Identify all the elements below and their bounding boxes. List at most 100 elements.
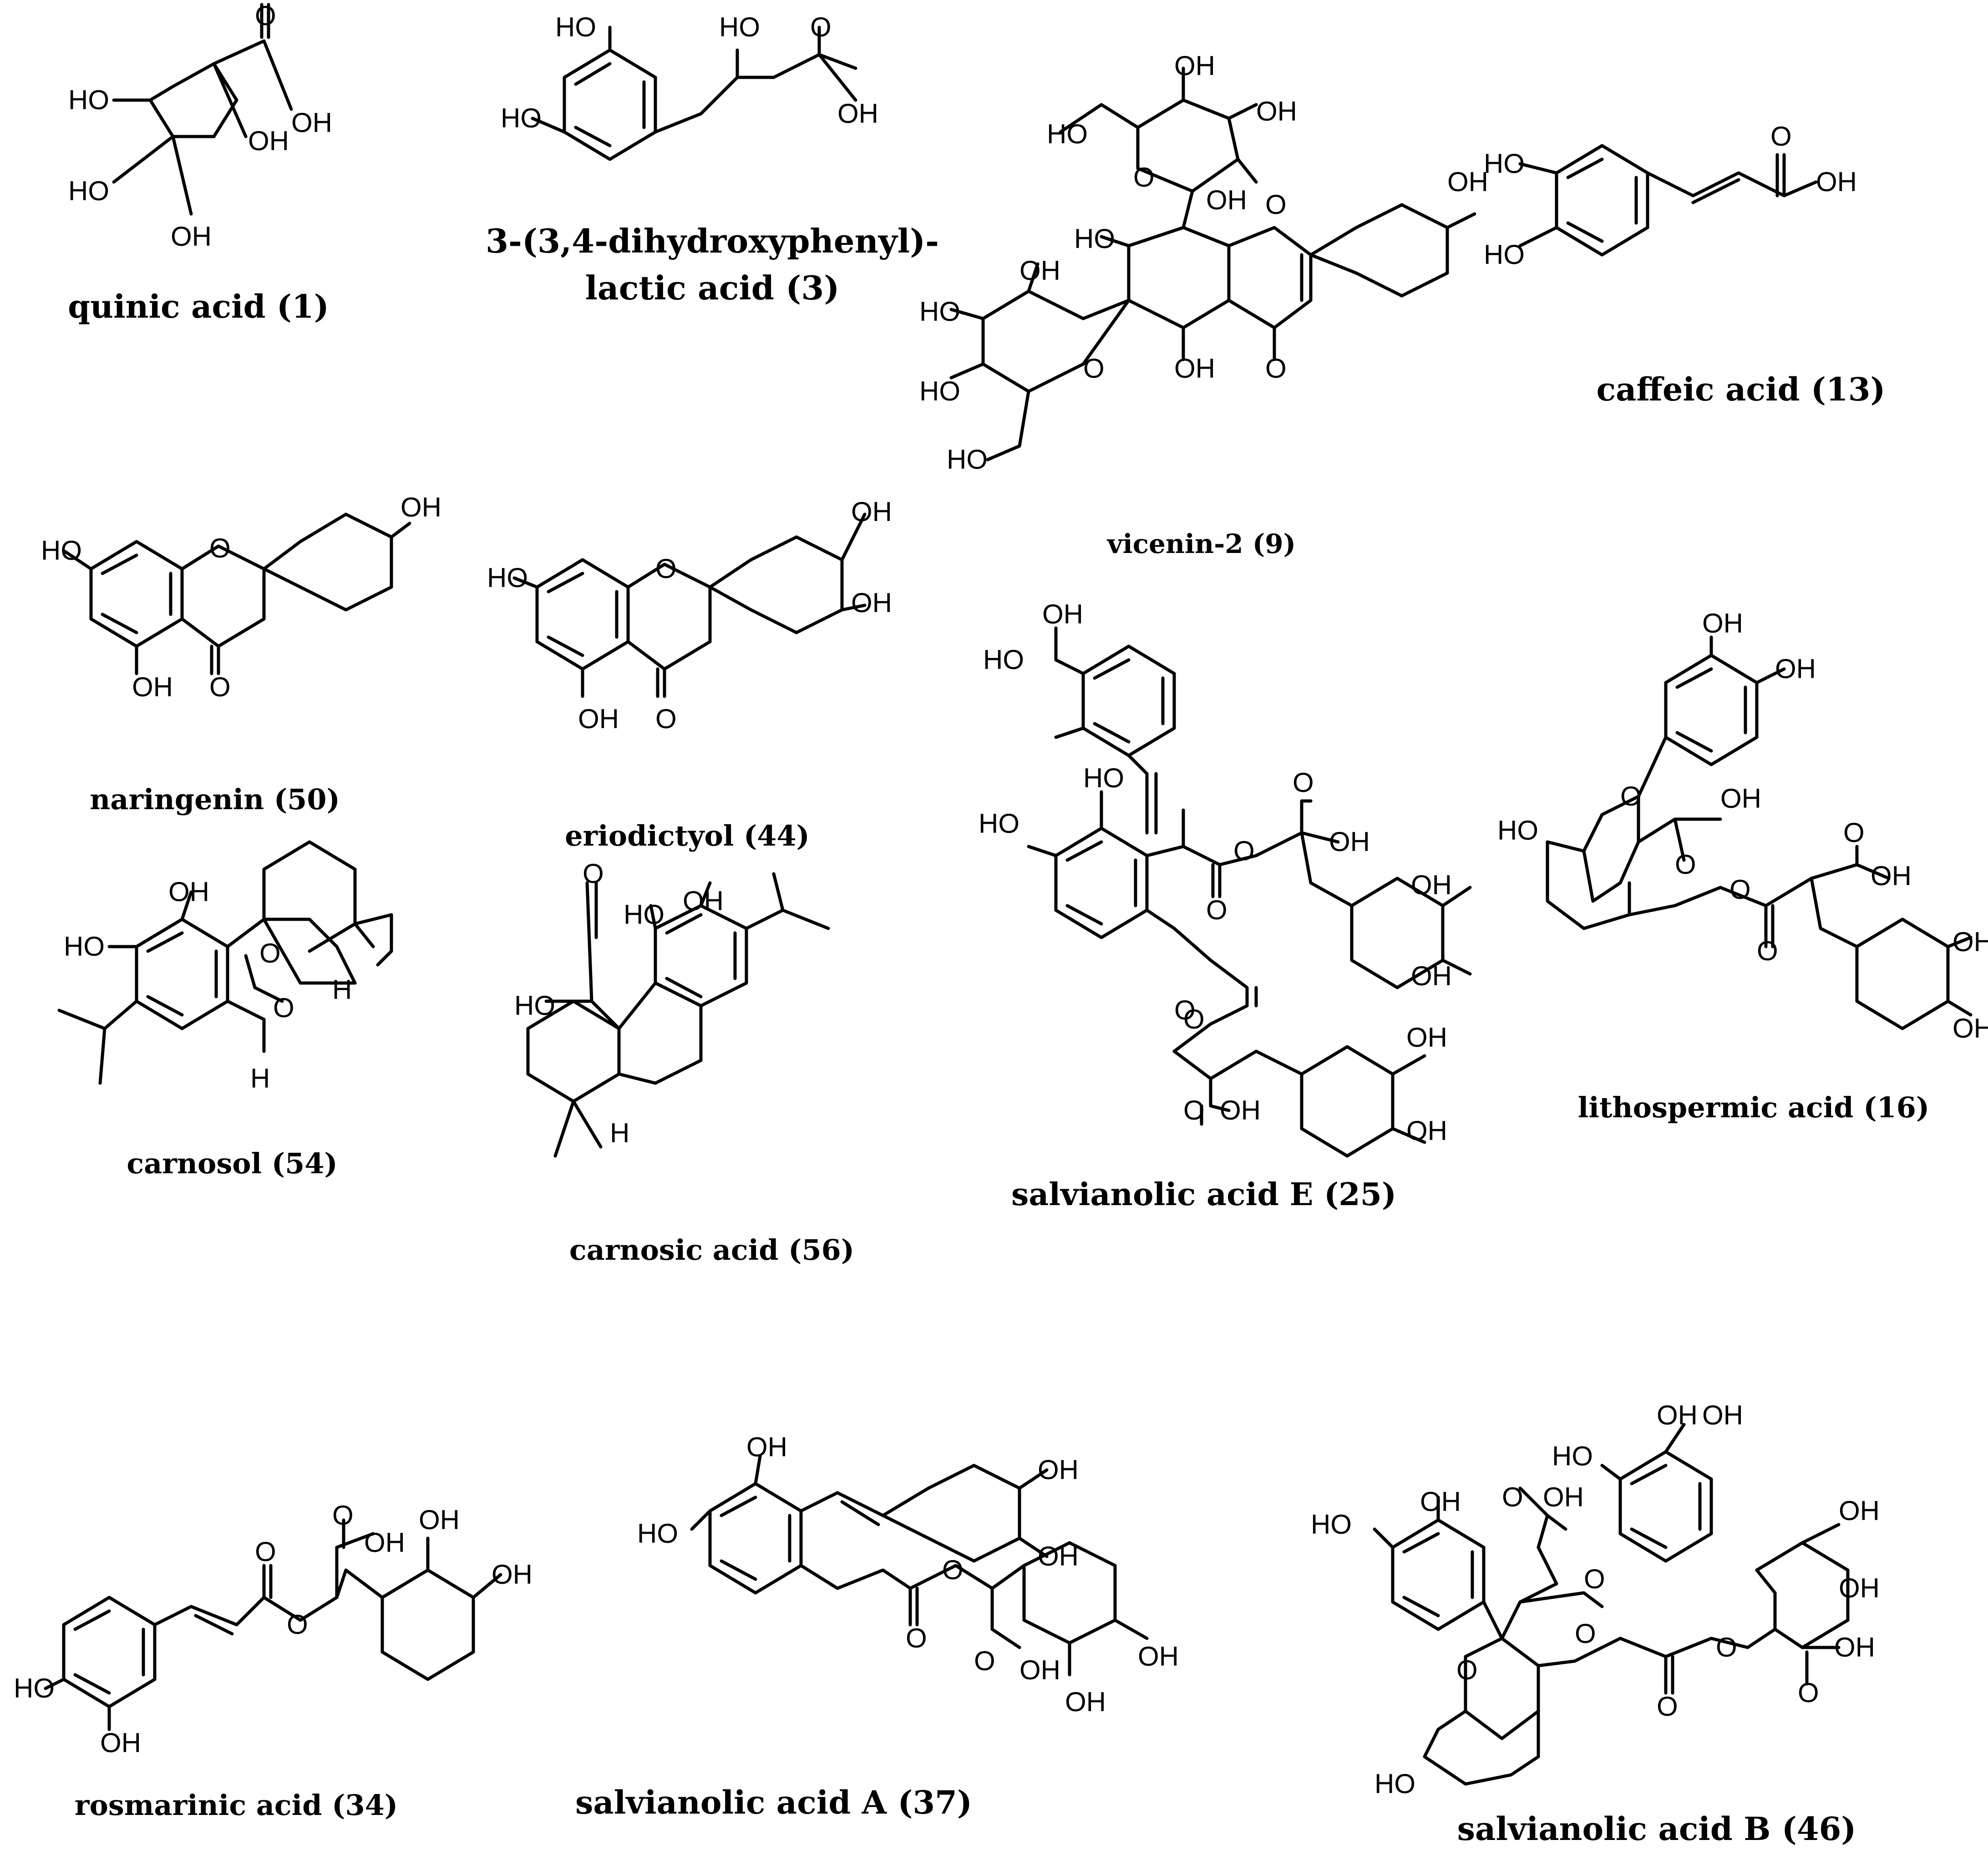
atom-label: OH	[171, 221, 212, 252]
structure-rosmarinic-acid: HO OH O O O OH OH OH rosmarinic acid (34…	[14, 1500, 532, 1822]
atom-label: O	[1183, 1004, 1205, 1034]
atom-label: OH	[1411, 870, 1452, 900]
atom-label: HO	[501, 103, 542, 133]
atom-label: HO	[1497, 815, 1538, 846]
atom-label: HO	[947, 444, 988, 475]
atom-label: HO	[68, 176, 109, 206]
atom-label: OH	[683, 886, 724, 916]
atom-label: OH	[1019, 1655, 1060, 1685]
atom-label: HO	[719, 12, 760, 42]
atom-label: O	[1843, 817, 1865, 848]
atom-label: OH	[837, 98, 878, 129]
atom-label: OH	[1702, 1400, 1743, 1430]
caption-dhpla-line1: 3-(3,4-dihydroxyphenyl)-	[486, 222, 939, 260]
atom-label: O	[974, 1646, 995, 1676]
structure-caffeic-acid: HO HO O OH caffeic acid (13)	[1484, 121, 1886, 408]
atom-label: OH	[1775, 654, 1816, 684]
atom-label: O	[655, 553, 677, 584]
atom-label: O	[942, 1555, 964, 1585]
atom-label: O	[255, 0, 276, 31]
caption-salvianolic-acid-a: salvianolic acid A (37)	[575, 1784, 972, 1821]
atom-label: O	[1620, 781, 1642, 811]
atom-label: O	[1675, 849, 1696, 880]
atom-label: OH	[1411, 961, 1452, 991]
atom-label: OH	[1702, 608, 1743, 639]
atom-label: O	[1293, 767, 1314, 798]
atom-label: O	[1798, 1678, 1819, 1708]
atom-label: OH	[1038, 1541, 1079, 1571]
atom-label: OH	[1174, 51, 1215, 81]
atom-label: HO	[919, 296, 960, 327]
atom-label: OH	[746, 1432, 787, 1462]
atom-label: O	[1729, 874, 1751, 905]
structure-naringenin: HO O OH OH O naringenin (50)	[41, 492, 441, 816]
atom-label: OH	[1657, 1400, 1698, 1430]
atom-label: OH	[1871, 861, 1912, 891]
atom-label: O	[1265, 353, 1287, 384]
atom-label: O	[906, 1623, 927, 1653]
atom-label: O	[1456, 1655, 1478, 1685]
atom-label: O	[1233, 836, 1255, 866]
atom-label: HO	[41, 535, 82, 566]
atom-label: O	[332, 1500, 354, 1531]
atom-label: HO	[1552, 1441, 1593, 1471]
atom-label: HO	[514, 990, 555, 1021]
atom-label: H	[250, 1063, 270, 1094]
atom-label: OH	[291, 107, 332, 138]
atom-label: OH	[132, 672, 173, 702]
atom-label: HO	[1083, 763, 1124, 793]
structure-salvianolic-acid-e: OH HO HO HO O O OH O OH OH O O OH OH O O…	[979, 599, 1472, 1213]
atom-label: O	[273, 993, 294, 1023]
atom-label: OH	[419, 1505, 460, 1535]
atom-label: OH	[1447, 167, 1488, 197]
caption-carnosic-acid: carnosic acid (56)	[569, 1233, 854, 1267]
atom-label: O	[1174, 995, 1196, 1025]
atom-label: OH	[1065, 1687, 1106, 1717]
atom-label: O	[655, 704, 677, 734]
atom-label: OH	[1839, 1573, 1880, 1603]
atom-label: O	[1657, 1691, 1678, 1722]
atom-label: O	[583, 858, 604, 889]
atom-label: O	[1206, 895, 1227, 925]
caption-carnosol: carnosol (54)	[127, 1147, 337, 1180]
atom-label: HO	[1484, 148, 1525, 179]
caption-vicenin-2: vicenin-2 (9)	[1106, 528, 1296, 559]
atom-label: O	[1502, 1482, 1523, 1512]
atom-label: OH	[1420, 1486, 1461, 1517]
atom-label: OH	[851, 588, 892, 618]
structure-dhpla: HO HO HO O OH 3-(3,4-dihydroxyphenyl)- l…	[486, 12, 939, 307]
atom-label: HO	[64, 931, 105, 962]
caption-lithospermic-acid: lithospermic acid (16)	[1578, 1091, 1929, 1124]
atom-label: OH	[492, 1559, 532, 1590]
atom-label: OH	[1720, 783, 1761, 814]
structure-vicenin-2: HO OH OH OH O O OH HO OH O OH HO HO O HO…	[919, 51, 1488, 559]
atom-label: OH	[1406, 1115, 1447, 1146]
atom-label: O	[209, 672, 231, 702]
atom-label: OH	[1042, 599, 1083, 629]
caption-rosmarinic-acid: rosmarinic acid (34)	[75, 1789, 398, 1822]
atom-label: O	[1757, 936, 1778, 966]
caption-salvianolic-acid-e: salvianolic acid E (25)	[1011, 1176, 1396, 1213]
atom-label: OH	[1329, 826, 1370, 857]
structure-salvianolic-acid-a: OH HO OH OH O O O OH OH OH salvianolic a…	[575, 1432, 1179, 1821]
structure-eriodictyol: HO O OH OH OH O eriodictyol (44)	[487, 497, 892, 852]
atom-label: HO	[1484, 239, 1525, 270]
atom-label: O	[810, 12, 832, 42]
atom-label: HO	[983, 644, 1024, 675]
atom-label: O	[1083, 353, 1105, 384]
caption-dhpla-line2: lactic acid (3)	[585, 269, 840, 307]
atom-label: HO	[1047, 119, 1088, 149]
atom-label: O	[1133, 162, 1155, 193]
atom-label: O	[209, 533, 231, 563]
atom-label: OH	[1138, 1641, 1179, 1672]
atom-label: HO	[487, 563, 528, 593]
atom-label: HO	[979, 808, 1019, 839]
atom-label: O	[1770, 121, 1792, 152]
atom-label: HO	[555, 12, 596, 42]
atom-label: O	[1584, 1564, 1605, 1594]
caption-caffeic-acid: caffeic acid (13)	[1596, 370, 1885, 408]
atom-label: OH	[1952, 1013, 1988, 1044]
atom-label: HO	[14, 1673, 55, 1703]
atom-label: OH	[1834, 1632, 1875, 1662]
